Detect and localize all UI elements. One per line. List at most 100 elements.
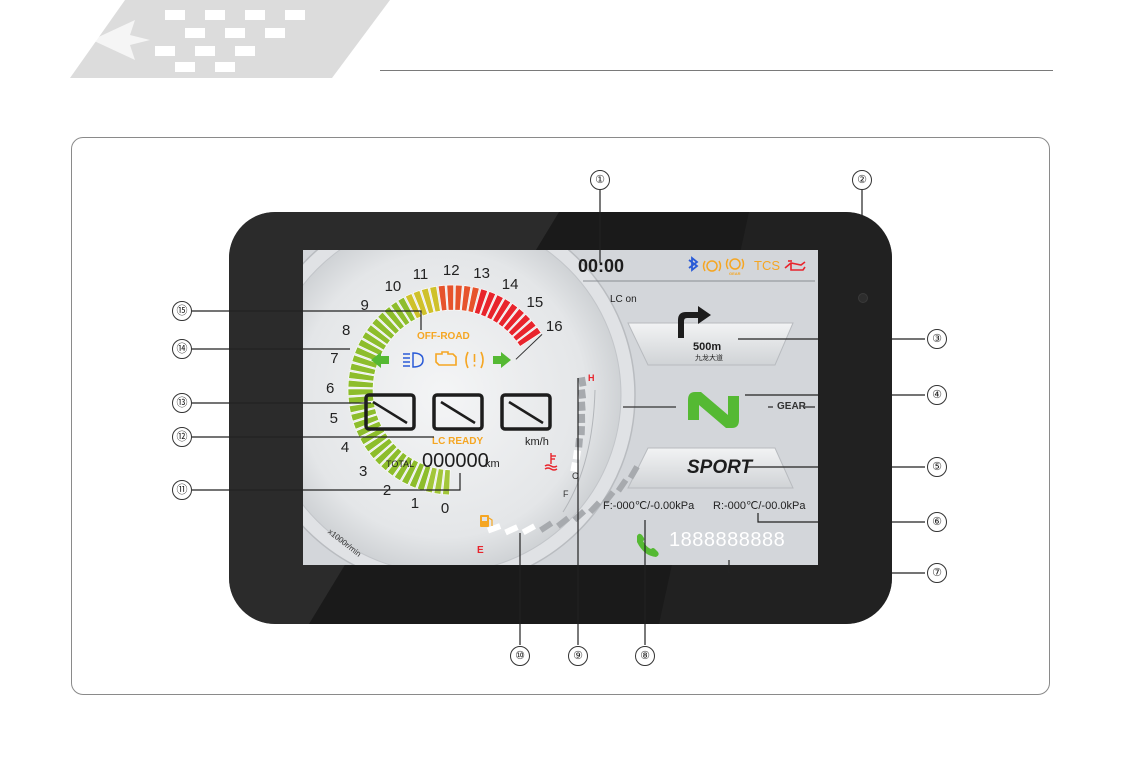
rpm-tick-label: 6 [326, 379, 335, 397]
high-beam-icon [403, 352, 424, 368]
fuel-bar [602, 490, 616, 505]
callout-5: ⑤ [927, 457, 947, 477]
rpm-segment [386, 452, 408, 477]
rpm-segment [429, 285, 441, 313]
callout-10: ⑩ [510, 646, 530, 666]
tire-pressure-icon [465, 351, 484, 369]
temp-bar [578, 401, 586, 411]
rpm-segment [368, 437, 393, 460]
rpm-segment [361, 331, 387, 351]
rpm-segment [393, 455, 414, 482]
rpm-segment [412, 290, 428, 317]
callout-4: ④ [927, 385, 947, 405]
rpm-segment [383, 306, 405, 331]
off-road-label: OFF-ROAD [417, 331, 470, 342]
rpm-tick-label: 3 [359, 463, 368, 481]
rpm-segment [380, 447, 403, 472]
nav-road-name: 九龙大道 [695, 355, 723, 362]
engine-check-icon [435, 351, 457, 366]
rpm-tick-label: 16 [545, 317, 563, 335]
rpm-segment [437, 284, 448, 312]
temp-bar [577, 426, 585, 436]
rpm-segment [461, 285, 472, 312]
turn-right-arrow [678, 306, 711, 338]
fuel-bar [539, 520, 554, 533]
rpm-segment [347, 379, 374, 388]
rpm-tick-label: 0 [440, 499, 450, 517]
rpm-segment [371, 317, 396, 340]
temp-bar [570, 462, 579, 473]
gear-label: GEAR [777, 401, 806, 412]
rpm-segment [377, 311, 400, 335]
rpm-segment [374, 442, 398, 466]
tcs-label: TCS [754, 258, 780, 273]
lc-ready-label: LC READY [432, 436, 484, 447]
brand-logo [70, 0, 390, 78]
rpm-segment [401, 459, 419, 486]
rpm-segment [416, 464, 432, 492]
rpm-segment [348, 371, 375, 382]
abs-icon [702, 260, 722, 272]
rpm-segment [350, 408, 377, 422]
rpm-segment [467, 286, 480, 313]
rpm-segment [351, 354, 378, 369]
fuel-bar [588, 500, 602, 515]
rpm-segment [366, 324, 391, 345]
callout-14: ⑭ [172, 339, 192, 359]
rpm-segment [421, 287, 435, 315]
rpm-tick-label: 9 [360, 297, 369, 315]
rpm-tick-label: 2 [382, 482, 392, 500]
fuel-bar [627, 465, 640, 480]
rpm-segment [507, 313, 531, 337]
screen-graphics [303, 250, 818, 565]
temp-bar [578, 413, 586, 423]
rpm-segment [480, 291, 496, 318]
phone-number: 1888888888 [669, 529, 786, 551]
rpm-segment [454, 284, 463, 311]
phone-icon [637, 533, 659, 557]
gear-warning-icon [725, 258, 745, 270]
rpm-tick-label: 10 [384, 278, 402, 296]
ride-mode: SPORT [687, 457, 753, 478]
oil-icon [784, 260, 806, 271]
rpm-tick-label: 14 [501, 276, 519, 294]
front-tire-readout: F:-000℃/-0.00kPa [603, 500, 695, 512]
rpm-tick-label: 5 [329, 410, 338, 428]
rpm-segment [408, 462, 425, 489]
temp-bar [575, 438, 583, 448]
rear-tire-readout: R:-000℃/-00.0kPa [713, 500, 806, 512]
fuel-bar [556, 515, 570, 529]
rpm-segment [516, 326, 542, 347]
callout-3: ③ [927, 329, 947, 349]
gear-warning-caption: GEAR [729, 271, 741, 276]
rpm-tick-label: 12 [442, 262, 460, 280]
rpm-segment [474, 288, 488, 315]
odometer-unit: km [485, 458, 500, 470]
temp-low-label: C [572, 471, 579, 481]
rpm-segment [433, 468, 444, 495]
rpm-segment [512, 320, 537, 342]
rpm-segment [357, 338, 384, 357]
rpm-segment [446, 284, 454, 311]
gear-n-symbol [688, 392, 739, 428]
callout-7: ⑦ [927, 563, 947, 583]
rpm-segment [397, 296, 416, 323]
rpm-segment [404, 293, 422, 320]
coolant-temp-icon [544, 453, 558, 471]
rpm-segment [492, 298, 512, 324]
callout-2: ② [852, 170, 872, 190]
rpm-tick-label: 11 [412, 266, 429, 284]
fuel-bar [615, 478, 629, 493]
nav-distance: 500m [693, 341, 722, 353]
rpm-segment [425, 466, 438, 494]
rpm-tick-label: 13 [473, 265, 490, 283]
rpm-tick-label: 4 [340, 438, 350, 456]
bluetooth-icon [688, 256, 699, 272]
fuel-empty-label: E [477, 545, 484, 556]
light-sensor [858, 293, 868, 303]
callout-9: ⑨ [568, 646, 588, 666]
callout-12: ⑫ [172, 427, 192, 447]
callout-13: ⑬ [172, 393, 192, 413]
display-screen: 00:00 TCS GEAR LC on 500m 九龙大道 GEAR SPOR… [303, 250, 818, 565]
